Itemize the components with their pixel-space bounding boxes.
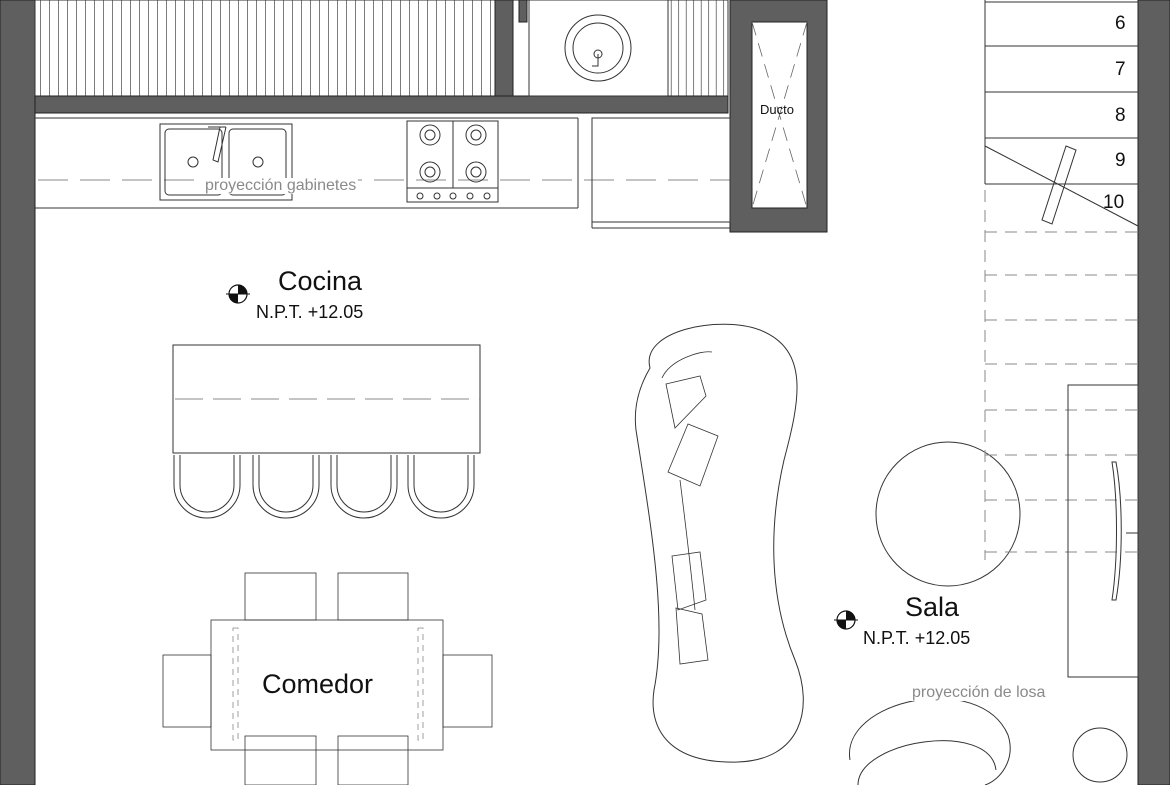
dining-table <box>162 572 493 785</box>
tv-console <box>1067 384 1139 678</box>
stair-step-number: 8 <box>1115 105 1126 126</box>
wall-right <box>1137 0 1170 785</box>
kitchen-sink <box>159 123 293 201</box>
wall-left <box>0 0 36 785</box>
level-marker-kitchen <box>226 284 250 304</box>
wash-basin <box>528 0 669 97</box>
stair-step-number: 9 <box>1115 150 1126 171</box>
round-table <box>875 441 1021 587</box>
kitchen-counter <box>35 117 730 209</box>
cooktop <box>406 120 499 203</box>
duct-label: Ducto <box>760 102 794 117</box>
stair-step-number: 6 <box>1115 13 1126 34</box>
refrigerator <box>591 117 731 229</box>
bar-stools <box>173 455 475 519</box>
stair-step-number: 7 <box>1115 59 1126 80</box>
side-table <box>1072 727 1128 783</box>
level-label-living: N.P.T. +12.05 <box>863 628 971 648</box>
room-name-living: Sala <box>905 592 960 622</box>
curved-sofa <box>634 323 804 763</box>
level-label-kitchen: N.P.T. +12.05 <box>256 302 364 322</box>
duct-shaft <box>729 0 828 233</box>
level-marker-living <box>834 610 858 630</box>
room-name-dining: Comedor <box>262 669 374 699</box>
cabinet-projection-label: proyección gabinetes <box>203 177 359 194</box>
closet-slats <box>34 0 729 97</box>
interior-walls <box>34 0 729 114</box>
staircase <box>984 0 1139 560</box>
kitchen-island <box>172 344 481 454</box>
stair-step-number: 10 <box>1103 192 1125 213</box>
slab-projection-label: proyección de losa <box>910 684 1048 701</box>
lounge-chair <box>849 697 1011 785</box>
room-name-kitchen: Cocina <box>278 266 363 296</box>
